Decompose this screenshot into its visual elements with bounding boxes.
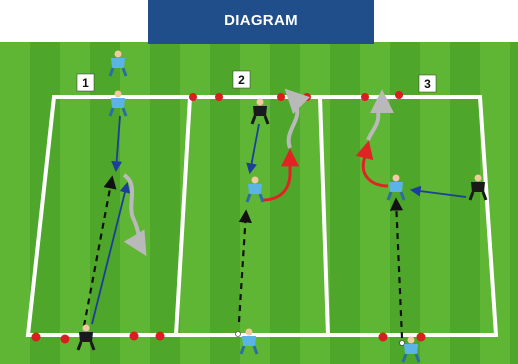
pitch-boundary [25, 95, 499, 337]
movement-lines [82, 88, 467, 339]
cone-marker-icon [378, 332, 388, 342]
pass-arrow [409, 185, 467, 198]
cone-marker-icon [416, 332, 426, 342]
cones [31, 91, 426, 344]
page-title: DIAGRAM [224, 11, 298, 29]
dribble-arrow [82, 175, 117, 327]
player-figure-icon [468, 174, 488, 201]
run-arrow [284, 88, 311, 149]
zone-label-3: 3 [418, 74, 437, 93]
players-black [76, 98, 488, 351]
dribble-arrow [389, 197, 404, 339]
pass-arrow [246, 123, 260, 175]
player-figure-icon [250, 98, 270, 125]
cone-marker-icon [155, 331, 165, 341]
player-figure-icon [401, 336, 421, 363]
cone-marker-icon [129, 331, 139, 341]
ball-icon [235, 331, 241, 337]
cone-marker-icon [361, 93, 369, 101]
cone-marker-icon [303, 93, 311, 101]
svg-text:1: 1 [82, 76, 89, 90]
zone-divider-1 [174, 96, 192, 336]
svg-text:2: 2 [238, 73, 245, 87]
zone-label-2: 2 [232, 70, 251, 89]
cone-marker-icon [395, 91, 403, 99]
cone-marker-icon [60, 334, 70, 344]
players-blue [108, 50, 421, 363]
cone-marker-icon [215, 93, 223, 101]
pass-arrow [111, 115, 123, 173]
header-tab: DIAGRAM [148, 0, 374, 44]
run-arrow [261, 148, 299, 202]
run-arrow [355, 140, 389, 188]
dribble-arrow [237, 209, 252, 323]
run-arrow [366, 89, 394, 141]
player-figure-icon [386, 174, 406, 201]
cone-marker-icon [31, 332, 41, 342]
zone-label-1: 1 [76, 73, 95, 92]
player-figure-icon [108, 50, 128, 77]
run-arrow [122, 173, 147, 257]
player-figure-icon [245, 176, 265, 203]
cone-marker-icon [277, 93, 285, 101]
player-figure-icon [239, 328, 259, 355]
ball-icon [399, 340, 405, 346]
cone-marker-icon [189, 93, 197, 101]
pass-arrow [91, 181, 131, 325]
svg-text:3: 3 [424, 77, 431, 91]
player-figure-icon [76, 324, 96, 351]
player-figure-icon [108, 90, 128, 117]
zone-divider-2 [318, 96, 330, 336]
